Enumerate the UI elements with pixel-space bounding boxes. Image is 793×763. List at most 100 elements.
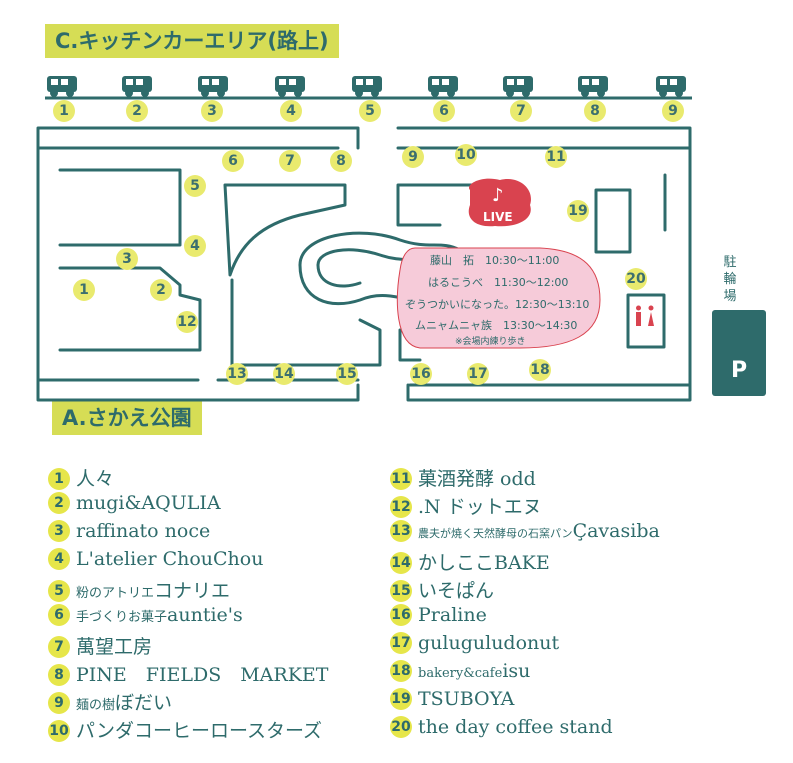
shop-prefix: 麺の樹 bbox=[76, 698, 116, 713]
park-marker: 8 bbox=[330, 150, 352, 172]
truck-icons bbox=[47, 76, 686, 97]
park-marker: 16 bbox=[410, 363, 432, 385]
shop-name: raffinato noce bbox=[76, 520, 211, 542]
shop-list-item: 5 粉のアトリエコナリエ bbox=[48, 576, 230, 603]
truck-marker: 1 bbox=[53, 100, 75, 122]
shop-number: 14 bbox=[390, 552, 412, 574]
shop-name: mugi&AQULIA bbox=[76, 492, 221, 514]
shop-list-item: 12.N ドットエヌ bbox=[390, 492, 542, 519]
shop-prefix: 粉のアトリエ bbox=[76, 586, 155, 601]
bicycle-parking-label: 駐輪場 bbox=[723, 255, 737, 304]
shop-list-item: 7 萬望工房 bbox=[48, 632, 152, 659]
shop-number: 17 bbox=[390, 632, 412, 654]
shop-name: Çavasiba bbox=[572, 520, 660, 542]
park-marker: 15 bbox=[336, 363, 358, 385]
shop-number: 13 bbox=[390, 520, 412, 542]
truck-marker: 8 bbox=[584, 100, 606, 122]
shop-name: PINE FIELDS MARKET bbox=[76, 664, 329, 686]
park-marker: 6 bbox=[222, 150, 244, 172]
shop-number: 9 bbox=[48, 692, 70, 714]
park-marker: 3 bbox=[116, 248, 138, 270]
shop-number: 7 bbox=[48, 636, 70, 658]
shop-list-item: 1 人々 bbox=[48, 464, 114, 491]
park-marker: 20 bbox=[625, 268, 647, 290]
sakae-park-header: A.さかえ公園 bbox=[52, 401, 202, 435]
shop-list-item: 9 麺の樹ぼだい bbox=[48, 688, 172, 715]
shop-name: かしここBAKE bbox=[418, 552, 550, 574]
park-marker: 4 bbox=[184, 235, 206, 257]
shop-name: auntie's bbox=[167, 604, 243, 626]
shop-number: 4 bbox=[48, 548, 70, 570]
shop-name: L'atelier ChouChou bbox=[76, 548, 264, 570]
live-row-1: 藤山 拓 10:30～11:00 bbox=[430, 254, 560, 267]
shop-name: TSUBOYA bbox=[418, 688, 515, 710]
truck-marker: 5 bbox=[359, 100, 381, 122]
park-marker: 9 bbox=[402, 146, 424, 168]
shop-list-item: 13 農夫が焼く天然酵母の石窯パンÇavasiba bbox=[390, 520, 660, 542]
shop-number: 20 bbox=[390, 716, 412, 738]
shop-number: 1 bbox=[48, 468, 70, 490]
shop-number: 8 bbox=[48, 664, 70, 686]
shop-name: 萬望工房 bbox=[76, 636, 153, 658]
live-tag: LIVE bbox=[483, 210, 513, 224]
live-badge-shape bbox=[468, 178, 531, 227]
truck-marker: 9 bbox=[662, 100, 684, 122]
shop-prefix: 農夫が焼く天然酵母の石窯パン bbox=[418, 527, 573, 540]
truck-marker: 4 bbox=[280, 100, 302, 122]
shop-list-item: 8 PINE FIELDS MARKET bbox=[48, 660, 328, 687]
park-marker: 18 bbox=[529, 359, 551, 381]
live-row-3: ぞうつかいになった。12:30～13:10 bbox=[405, 298, 590, 311]
toilet-icon bbox=[636, 305, 654, 326]
shop-name: guluguludonut bbox=[418, 632, 560, 654]
shop-number: 5 bbox=[48, 580, 70, 602]
live-schedule-bubble bbox=[396, 247, 601, 349]
truck-marker: 6 bbox=[433, 100, 455, 122]
live-row-2: はるこうべ 11:30～12:00 bbox=[428, 276, 569, 289]
park-marker: 10 bbox=[455, 144, 477, 166]
shop-number: 19 bbox=[390, 688, 412, 710]
park-marker: 7 bbox=[279, 150, 301, 172]
shop-name: the day coffee stand bbox=[418, 716, 613, 738]
shop-name: isu bbox=[502, 660, 531, 682]
park-marker: 12 bbox=[176, 311, 198, 333]
live-row-4: ムニャムニャ族 13:30～14:30 bbox=[415, 319, 578, 332]
shop-list-item: 15 いそぱん bbox=[390, 576, 494, 603]
shop-number: 12 bbox=[390, 496, 412, 518]
shop-name: コナリエ bbox=[154, 580, 231, 602]
shop-prefix: bakery&cafe bbox=[418, 666, 503, 681]
bicycle-parking-sign: P bbox=[712, 310, 766, 396]
shop-number: 6 bbox=[48, 604, 70, 626]
park-marker: 1 bbox=[73, 279, 95, 301]
park-marker: 11 bbox=[545, 146, 567, 168]
shop-name: パンダコーヒーロースターズ bbox=[76, 720, 323, 742]
shop-list-item: 10 パンダコーヒーロースターズ bbox=[48, 716, 322, 743]
truck-marker: 3 bbox=[201, 100, 223, 122]
truck-marker: 7 bbox=[510, 100, 532, 122]
shop-list-item: 17 guluguludonut bbox=[390, 632, 559, 654]
park-marker: 13 bbox=[226, 363, 248, 385]
shop-name: Praline bbox=[418, 604, 487, 626]
park-marker: 2 bbox=[150, 279, 172, 301]
shop-list-item: 14 かしここBAKE bbox=[390, 548, 550, 575]
shop-name: 人々 bbox=[76, 468, 115, 490]
shop-list-item: 19 TSUBOYA bbox=[390, 688, 514, 710]
parking-letter: P bbox=[730, 358, 748, 383]
shop-name: いそぱん bbox=[418, 580, 495, 602]
shop-number: 3 bbox=[48, 520, 70, 542]
live-note: ※会場内練り歩き bbox=[455, 337, 526, 347]
kitchen-car-area-header: C.キッチンカーエリア(路上) bbox=[45, 24, 339, 58]
music-note-icon: ♪ bbox=[492, 185, 504, 206]
shop-list-item: 20 the day coffee stand bbox=[390, 716, 613, 738]
shop-number: 10 bbox=[48, 720, 70, 742]
shop-number: 15 bbox=[390, 580, 412, 602]
shop-name: ぼだい bbox=[115, 692, 173, 714]
park-marker: 5 bbox=[184, 175, 206, 197]
park-marker: 19 bbox=[567, 200, 589, 222]
shop-number: 11 bbox=[390, 468, 412, 490]
truck-marker: 2 bbox=[126, 100, 148, 122]
